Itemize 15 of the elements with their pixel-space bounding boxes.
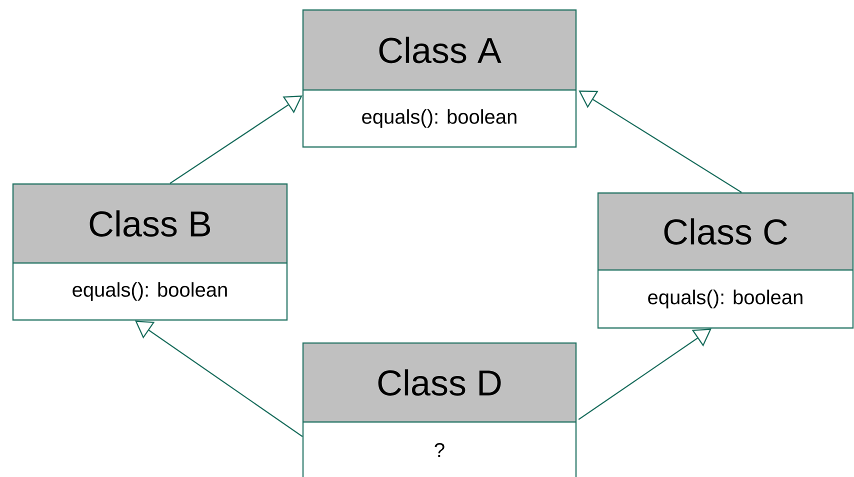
class-box xyxy=(12,183,288,321)
inheritance-arrow xyxy=(135,320,303,437)
inheritance-arrow xyxy=(170,96,302,184)
class-box xyxy=(302,9,577,148)
class-box xyxy=(597,192,854,329)
method-text: equals(): boolean xyxy=(72,282,227,301)
class-name: Class A xyxy=(379,36,502,64)
class-name: Class C xyxy=(664,218,788,245)
method-text: equals(): boolean xyxy=(362,109,516,128)
inheritance-arrow xyxy=(578,328,712,420)
method-text: ? xyxy=(434,443,444,457)
class-box xyxy=(302,342,577,477)
class-name: Class D xyxy=(378,369,501,396)
class-name: Class B xyxy=(90,210,210,237)
method-text: equals(): boolean xyxy=(648,290,802,308)
